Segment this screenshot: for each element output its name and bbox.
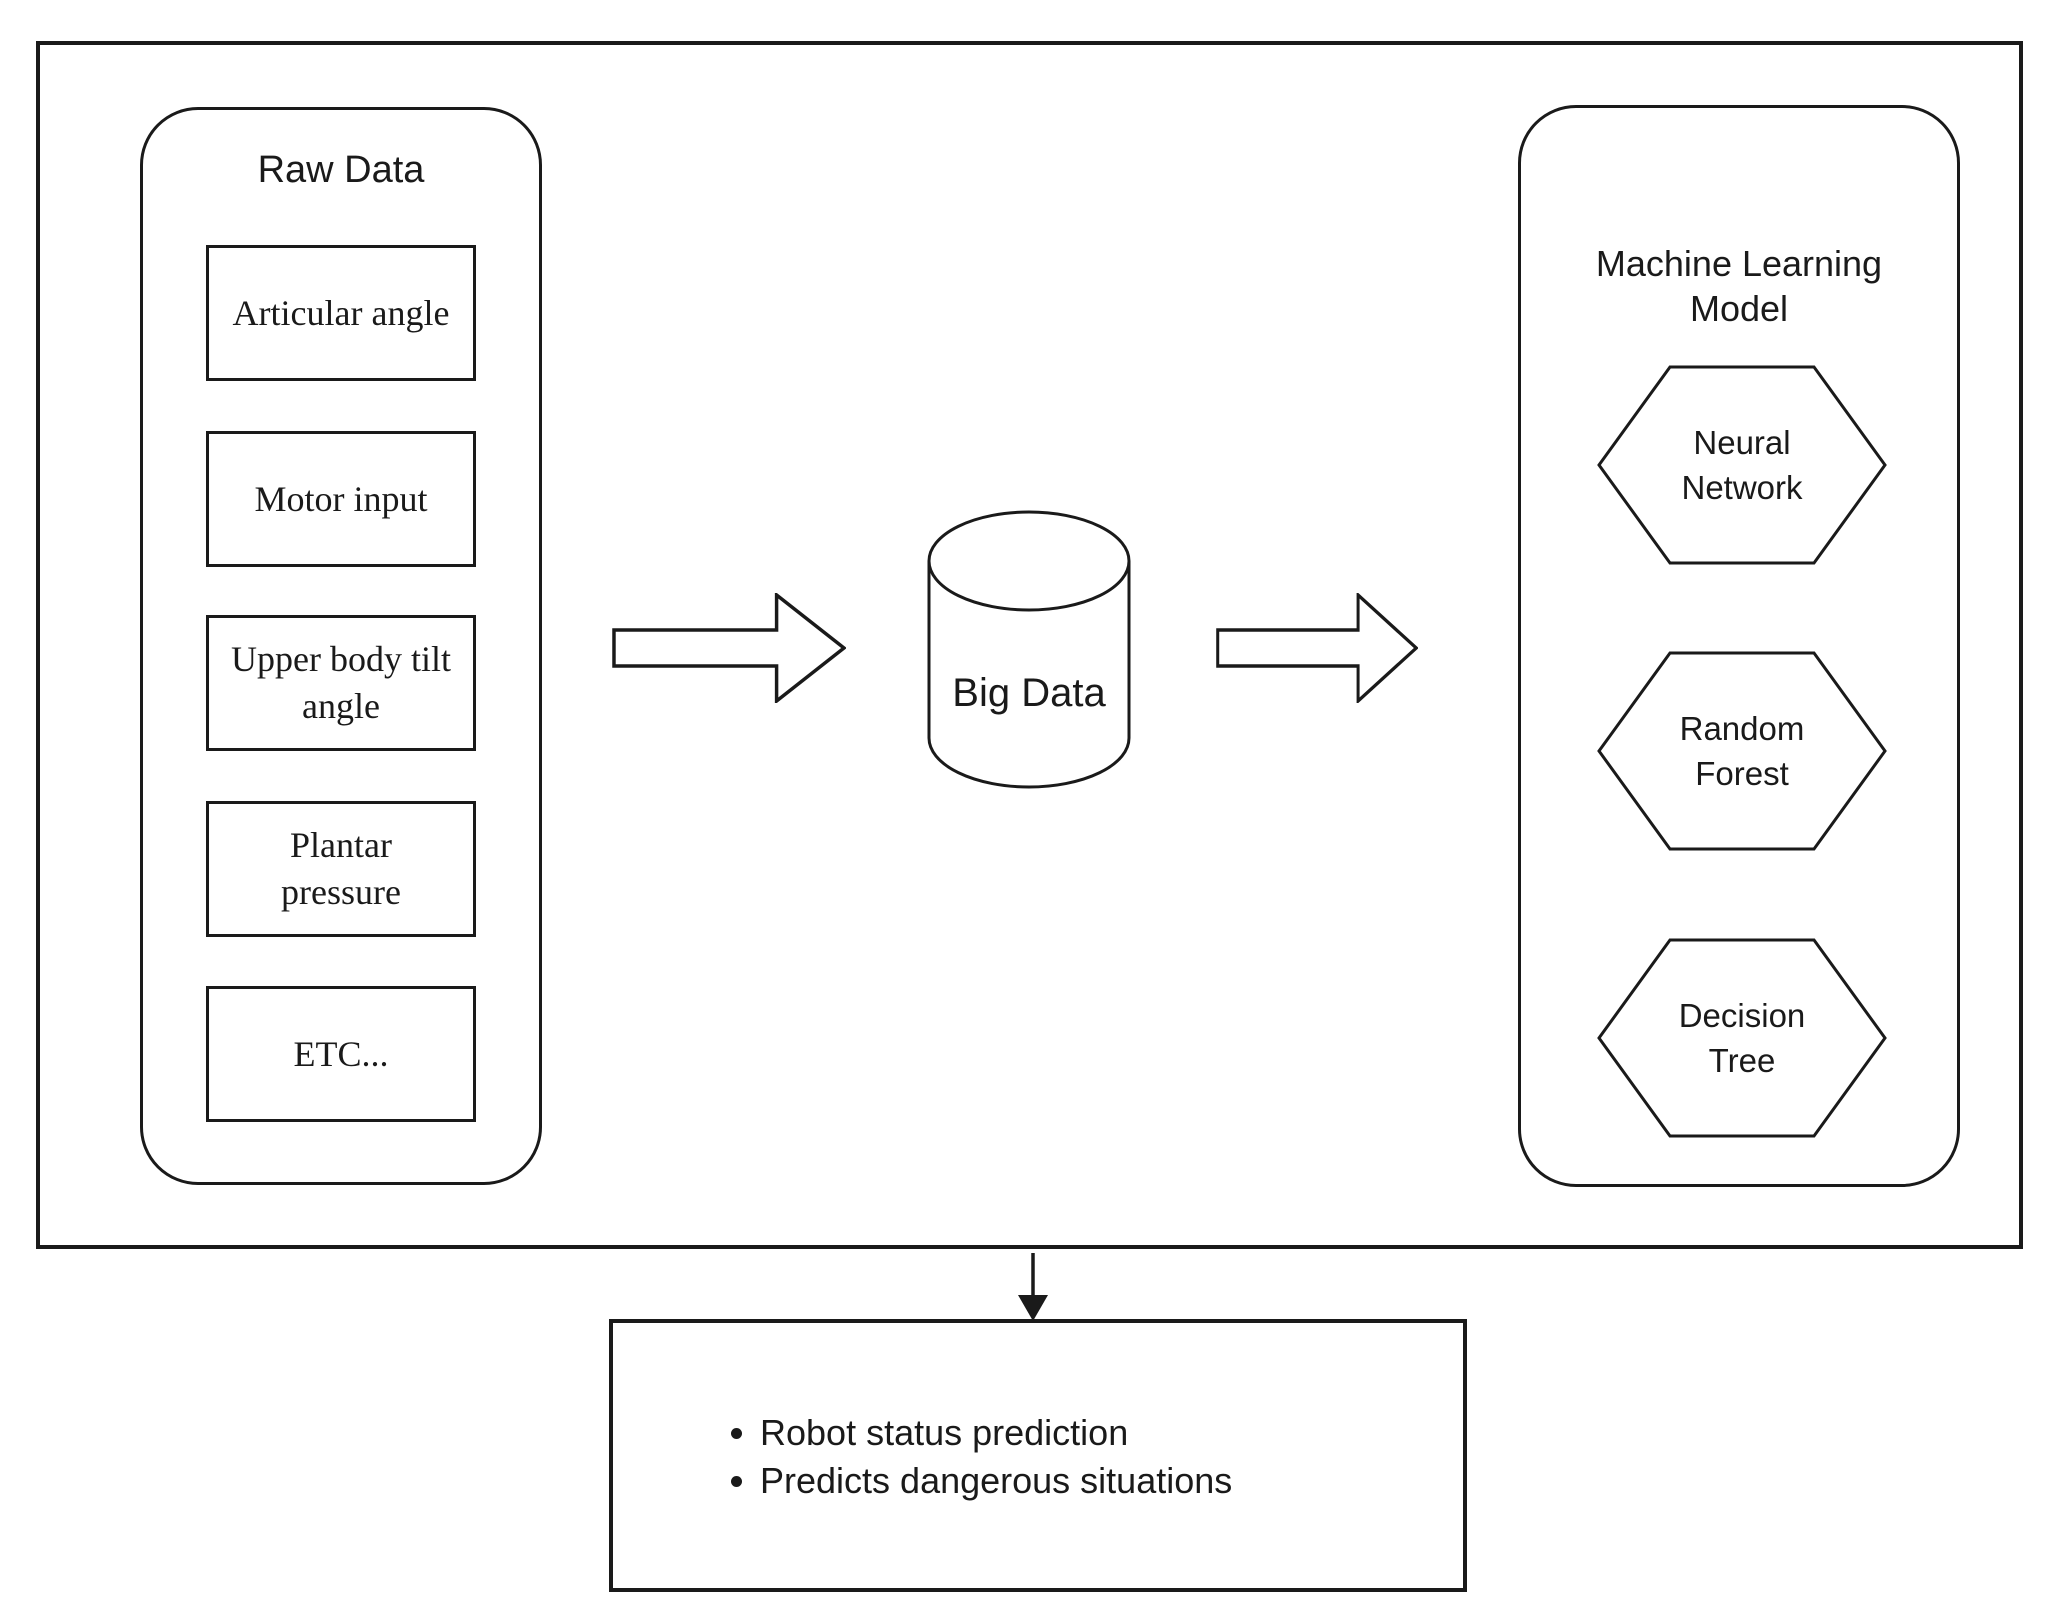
raw-data-item-label: Motor input (254, 478, 428, 519)
database-cylinder-icon: Big Data (926, 509, 1132, 790)
raw-data-item-label: Upper body tilt angle (231, 639, 451, 726)
ml-model-panel: Machine Learning Model Neural Network Ra… (1518, 105, 1960, 1187)
raw-data-item-articular-angle: Articular angle (206, 245, 476, 381)
model-hexagon-random-forest: Random Forest (1597, 651, 1887, 851)
output-bullet-dangerous-situations: Predicts dangerous situations (760, 1457, 1232, 1505)
ml-panel-title: Machine Learning Model (1521, 196, 1957, 331)
raw-data-item-etc: ETC... (206, 986, 476, 1122)
flow-arrow-right-icon (612, 591, 847, 705)
flow-arrow-down-icon (1013, 1253, 1053, 1323)
model-label: Decision Tree (1678, 997, 1806, 1079)
output-box: Robot status prediction Predicts dangero… (609, 1319, 1467, 1592)
raw-data-panel: Raw Data Articular angle Motor input Upp… (140, 107, 542, 1185)
model-hexagon-decision-tree: Decision Tree (1597, 938, 1887, 1138)
raw-data-item-motor-input: Motor input (206, 431, 476, 567)
model-label: Neural Network (1681, 424, 1803, 506)
model-hexagon-neural-network: Neural Network (1597, 365, 1887, 565)
output-bullet-list: Robot status prediction Predicts dangero… (613, 1409, 1232, 1505)
raw-data-item-plantar-pressure: Plantar pressure (206, 801, 476, 937)
ml-panel-title-text: Machine Learning Model (1595, 243, 1883, 329)
raw-data-item-upper-body-tilt-angle: Upper body tilt angle (206, 615, 476, 751)
model-label: Random Forest (1679, 710, 1805, 792)
raw-data-item-label: Articular angle (232, 292, 450, 333)
big-data-label: Big Data (952, 671, 1106, 715)
raw-data-item-label: ETC... (293, 1033, 389, 1074)
raw-data-item-label: Plantar pressure (281, 825, 401, 912)
raw-data-panel-title: Raw Data (257, 149, 425, 191)
flow-arrow-right-icon (1216, 591, 1419, 705)
output-bullet-robot-status: Robot status prediction (760, 1409, 1232, 1457)
